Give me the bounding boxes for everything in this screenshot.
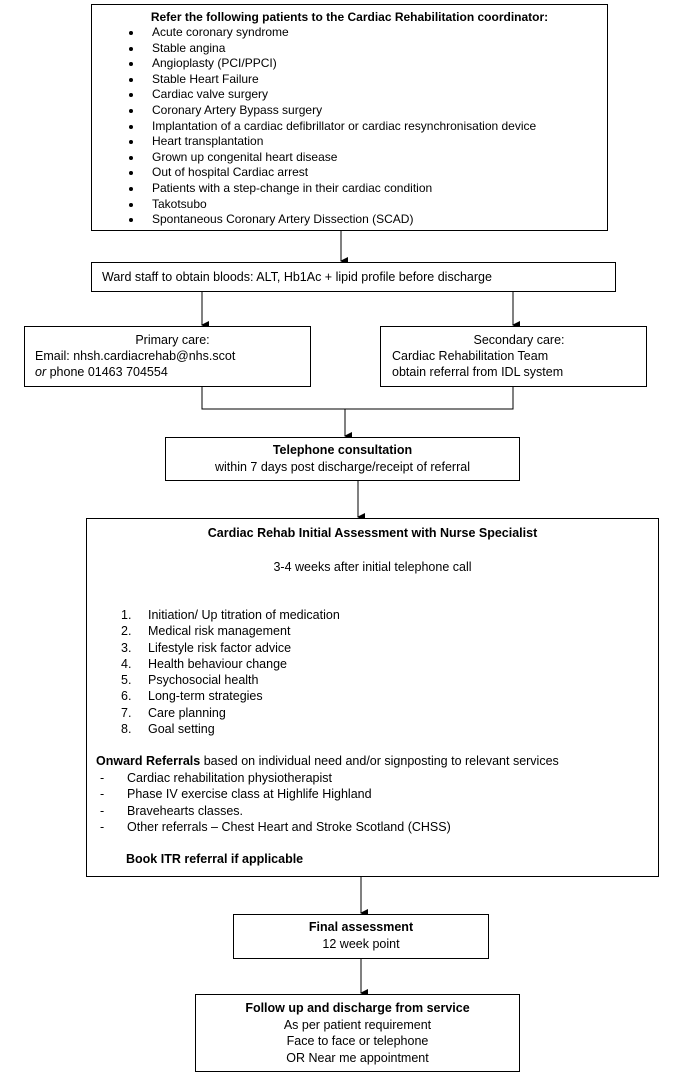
criteria-item: Heart transplantation (92, 134, 536, 150)
criteria-item: Out of hospital Cardiac arrest (92, 165, 536, 181)
secondary-care-line2: obtain referral from IDL system (392, 365, 564, 379)
onward-referrals-rest: based on individual need and/or signpost… (200, 754, 559, 768)
step-text: Long-term strategies (148, 689, 263, 704)
criteria-item: Spontaneous Coronary Artery Dissection (… (92, 212, 536, 228)
referral-dash: - (100, 819, 105, 834)
assessment-steps-list: 1. Initiation/ Up titration of medication… (121, 607, 340, 737)
step-text: Medical risk management (148, 624, 291, 639)
bloods-box: Ward staff to obtain bloods: ALT, Hb1Ac … (91, 262, 616, 292)
primary-care-phone-line: or phone 01463 704554 (35, 364, 310, 380)
bloods-text: Ward staff to obtain bloods: ALT, Hb1Ac … (102, 270, 492, 284)
step-number: 7. (121, 705, 132, 720)
referral-item: - Cardiac rehabilitation physiotherapist (100, 770, 451, 786)
secondary-care-heading: Secondary care: (473, 333, 565, 347)
initial-assessment-box: Cardiac Rehab Initial Assessment with Nu… (86, 518, 659, 877)
criteria-item: Grown up congenital heart disease (92, 150, 536, 166)
onward-referrals-bold: Onward Referrals (96, 754, 201, 768)
step-number: 4. (121, 656, 132, 671)
referral-item: - Phase IV exercise class at Highlife Hig… (100, 786, 451, 802)
primary-care-heading: Primary care: (135, 333, 210, 347)
criteria-item: Implantation of a cardiac defibrillator … (92, 119, 536, 135)
referral-text: Other referrals – Chest Heart and Stroke… (127, 819, 451, 834)
step-number: 5. (121, 673, 132, 688)
criteria-item: Acute coronary syndrome (92, 25, 536, 41)
secondary-care-line1: Cardiac Rehabilitation Team (392, 349, 549, 363)
or-word: or (35, 365, 47, 379)
secondary-care-box: Secondary care: Cardiac Rehabilitation T… (380, 326, 647, 387)
referral-text: Cardiac rehabilitation physiotherapist (127, 771, 332, 785)
criteria-item: Stable Heart Failure (92, 72, 536, 88)
referral-dash: - (100, 803, 105, 818)
assessment-timing: 3-4 weeks after initial telephone call (273, 560, 472, 574)
criteria-item: Patients with a step-change in their car… (92, 181, 536, 197)
assessment-step: 3. Lifestyle risk factor advice (121, 640, 340, 656)
referral-criteria-title: Refer the following patients to the Card… (150, 10, 549, 24)
referral-text: Bravehearts classes. (127, 803, 244, 818)
onward-referrals-heading: Onward Referrals based on individual nee… (96, 754, 559, 768)
step-text: Psychosocial health (148, 673, 259, 688)
assessment-step: 1. Initiation/ Up titration of medication (121, 607, 340, 623)
step-number: 3. (121, 640, 132, 655)
onward-referrals-list: -Cardiac rehabilitation physiotherapist … (100, 770, 451, 835)
assessment-step: 2. Medical risk management (121, 623, 340, 639)
referral-item: - Other referrals – Chest Heart and Strok… (100, 819, 451, 835)
referral-dash: - (100, 771, 105, 785)
step-number: 6. (121, 689, 132, 704)
follow-up-box: Follow up and discharge from service As … (195, 994, 520, 1072)
assessment-step: 4. Health behaviour change (121, 656, 340, 672)
referral-dash: - (100, 787, 105, 802)
step-text: Care planning (148, 705, 226, 720)
criteria-item: Angioplasty (PCI/PPCI) (92, 56, 536, 72)
step-number: 8. (121, 722, 132, 737)
primary-care-box: Primary care: Email: nhsh.cardiacrehab@n… (24, 326, 311, 387)
assessment-step: 7. Care planning (121, 705, 340, 721)
follow-up-line2: Face to face or telephone (286, 1034, 429, 1048)
final-assessment-subtitle: 12 week point (322, 937, 400, 951)
referral-item: - Bravehearts classes. (100, 803, 451, 819)
referral-criteria-list: Acute coronary syndrome Stable angina An… (92, 25, 536, 228)
itr-referral-note: Book ITR referral if applicable (126, 852, 304, 866)
referral-text: Phase IV exercise class at Highlife High… (127, 787, 372, 802)
criteria-item: Stable angina (92, 41, 536, 57)
assessment-step: 8. Goal setting (121, 721, 340, 737)
merge-connector (201, 387, 514, 410)
follow-up-line1: As per patient requirement (283, 1017, 432, 1032)
follow-up-line3: OR Near me appointment (286, 1050, 429, 1065)
telephone-consultation-box: Telephone consultation within 7 days pos… (165, 437, 520, 481)
step-text: Health behaviour change (148, 656, 287, 671)
final-assessment-box: Final assessment 12 week point (233, 914, 489, 959)
assessment-step: 5. Psychosocial health (121, 672, 340, 688)
final-assessment-title: Final assessment (308, 920, 414, 934)
telephone-subtitle: within 7 days post discharge/receipt of … (215, 460, 470, 474)
step-text: Lifestyle risk factor advice (148, 640, 292, 655)
primary-care-email: Email: nhsh.cardiacrehab@nhs.scot (35, 349, 236, 363)
referral-criteria-box: Refer the following patients to the Card… (91, 4, 608, 231)
assessment-step: 6. Long-term strategies (121, 688, 340, 704)
step-text: Goal setting (148, 722, 215, 737)
criteria-item: Takotsubo (92, 197, 536, 213)
primary-care-phone: phone 01463 704554 (46, 365, 168, 379)
step-number: 1. (121, 608, 132, 622)
criteria-item: Cardiac valve surgery (92, 87, 536, 103)
follow-up-title: Follow up and discharge from service (245, 1001, 470, 1015)
telephone-title: Telephone consultation (272, 443, 413, 457)
criteria-item: Coronary Artery Bypass surgery (92, 103, 536, 119)
assessment-title: Cardiac Rehab Initial Assessment with Nu… (207, 526, 538, 540)
step-number: 2. (121, 624, 132, 639)
step-text: Initiation/ Up titration of medication (148, 608, 340, 622)
